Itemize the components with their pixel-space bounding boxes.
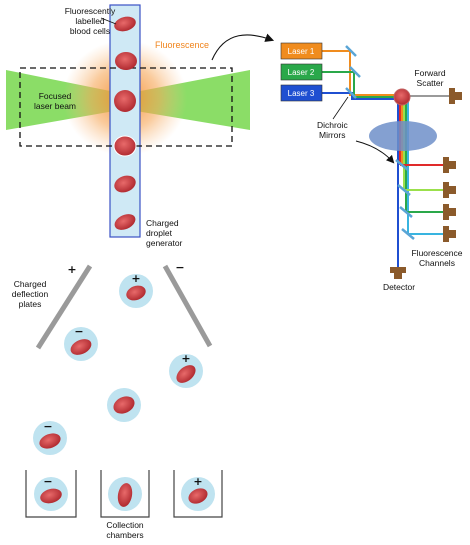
forward-scatter-label-line2: Scatter <box>417 78 444 88</box>
laser-1: Laser 1 <box>280 42 323 60</box>
beam-label-line1: Focused <box>39 91 72 101</box>
dichroic-pointer-upper <box>332 96 349 120</box>
dichroic-mirror <box>397 184 411 196</box>
plates-label-line3: plates <box>19 299 42 309</box>
droplet-top-sign: + <box>131 272 140 285</box>
dichroic-mirror <box>395 159 409 171</box>
droplet: − <box>64 325 98 361</box>
laser-3-label: Laser 3 <box>288 89 315 98</box>
droplet-left-sign: − <box>74 325 83 338</box>
blood-cell <box>114 214 136 230</box>
chambers-label-line2: chambers <box>106 530 143 540</box>
forward-scatter-detector <box>449 88 462 104</box>
cells-label-line2: labelled <box>75 16 105 26</box>
channel-detector <box>443 182 456 198</box>
channels-label-line1: Fluorescence <box>411 248 462 258</box>
beam-label-line2: laser beam <box>34 101 76 111</box>
droplet: + <box>169 352 203 388</box>
droplet <box>107 388 141 422</box>
collection-chamber-right: + <box>173 470 223 518</box>
generator-label-line1: Charged <box>146 218 179 228</box>
collection-chamber-center <box>100 470 150 518</box>
sample-cell-optics <box>393 88 411 106</box>
plate-right-sign: − <box>175 261 184 274</box>
stream-cells <box>113 16 137 230</box>
sample-stream <box>109 4 141 238</box>
dichroic-mirror <box>399 206 413 218</box>
laser3-path <box>322 92 400 100</box>
droplet: − <box>33 420 67 455</box>
deflection-plate-right <box>162 264 213 348</box>
plates-label-line2: deflection <box>12 289 49 299</box>
channel-detector <box>443 157 456 173</box>
dichroic-mirror <box>349 66 361 78</box>
blood-cell <box>115 52 137 70</box>
channel-detector <box>443 226 456 242</box>
droplet: + <box>119 272 153 308</box>
plate-left-sign: + <box>67 263 76 276</box>
cells-leader-line <box>100 17 117 25</box>
dichroic-label-line1: Dichroic <box>317 120 348 130</box>
laser-3: Laser 3 <box>280 84 323 102</box>
generator-label-line2: droplet <box>146 228 173 238</box>
blood-cell <box>113 135 137 157</box>
generator-label-line3: generator <box>146 238 183 248</box>
blood-cell <box>114 16 136 32</box>
chamber-right-sign: + <box>193 475 202 488</box>
droplet-right-sign: + <box>181 352 190 365</box>
forward-scatter-label-line1: Forward <box>414 68 445 78</box>
droplet-lower-left-sign: − <box>43 420 52 433</box>
channel-detector <box>443 204 456 220</box>
channels-label-line2: Channels <box>419 258 455 268</box>
laser-1-label: Laser 1 <box>288 47 315 56</box>
laser-2-label: Laser 2 <box>288 68 315 77</box>
laser-2: Laser 2 <box>280 63 323 81</box>
laser2-path <box>322 71 400 98</box>
chambers-label-line1: Collection <box>106 520 144 530</box>
detector-label: Detector <box>383 282 415 292</box>
cells-label-line3: blood cells <box>70 26 110 36</box>
deflection-plate-left <box>35 264 93 350</box>
bottom-detector <box>390 267 406 279</box>
chamber-left-sign: − <box>43 475 52 488</box>
collection-chamber-left: − <box>25 470 77 518</box>
dichroic-mirror <box>345 87 357 99</box>
dichroic-pointer-lower <box>355 140 395 164</box>
cells-label-line1: Fluorescently <box>65 6 116 16</box>
dichroic-mirror <box>401 228 415 240</box>
blood-cell <box>114 175 136 193</box>
collection-lens <box>369 121 437 151</box>
fluorescence-label: Fluorescence <box>155 40 209 50</box>
dichroic-label-line2: Mirrors <box>319 130 345 140</box>
optics-arrow <box>211 33 275 61</box>
blood-cell <box>114 90 136 112</box>
plates-label-line1: Charged <box>14 279 47 289</box>
dichroic-mirror <box>345 45 357 57</box>
